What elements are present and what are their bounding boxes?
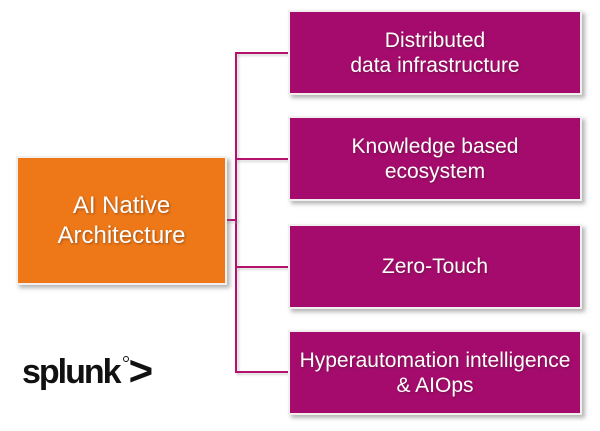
connector-branch-zero-touch bbox=[235, 266, 290, 268]
root-node-ai-native-architecture: AI Native Architecture bbox=[16, 156, 227, 285]
node-zero-touch: Zero-Touch bbox=[288, 224, 582, 309]
splunk-logo: splunk > bbox=[22, 343, 153, 395]
splunk-chevron-icon: > bbox=[128, 347, 154, 394]
splunk-wordmark: splunk bbox=[22, 353, 122, 391]
node-label: Hyperautomation intelligence & AIOps bbox=[299, 348, 571, 397]
registered-trademark-icon bbox=[122, 356, 129, 362]
connector-trunk-vertical bbox=[235, 52, 237, 373]
connector-branch-knowledge bbox=[235, 158, 290, 160]
node-label: Knowledge based ecosystem bbox=[351, 134, 519, 183]
node-hyperautomation-intelligence-aiops: Hyperautomation intelligence & AIOps bbox=[288, 330, 582, 415]
node-knowledge-based-ecosystem: Knowledge based ecosystem bbox=[288, 116, 582, 201]
connector-branch-hyperautomation bbox=[235, 371, 290, 373]
root-node-label: AI Native Architecture bbox=[57, 191, 186, 249]
node-label: Distributed data infrastructure bbox=[350, 28, 520, 77]
node-distributed-data-infrastructure: Distributed data infrastructure bbox=[288, 10, 582, 95]
connector-branch-distributed bbox=[235, 52, 290, 54]
node-label: Zero-Touch bbox=[381, 255, 489, 278]
connector-root-link bbox=[223, 219, 237, 221]
